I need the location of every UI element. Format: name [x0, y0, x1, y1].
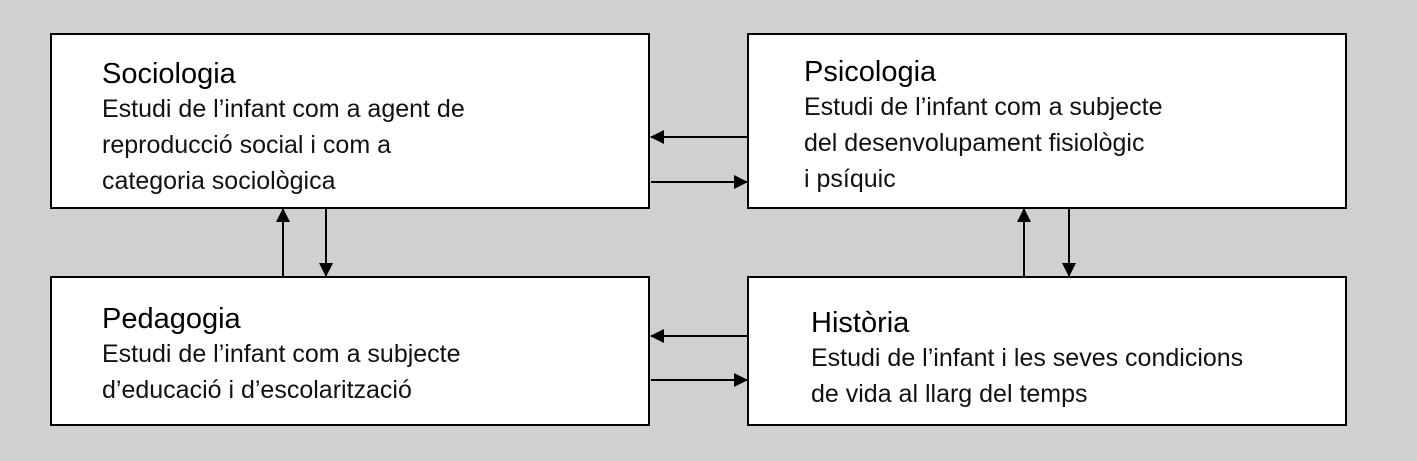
- sociologia-line-3: categoria sociològica: [102, 167, 336, 195]
- psicologia-line-3: i psíquic: [804, 165, 896, 193]
- historia-line-2: de vida al llarg del temps: [811, 380, 1088, 408]
- sociologia-line-2: reproducció social i com a: [102, 131, 392, 159]
- historia-box: Història Estudi de l’infant i les seves …: [747, 276, 1347, 426]
- sociologia-box: Sociologia Estudi de l’infant com a agen…: [50, 33, 650, 209]
- historia-title: Història: [811, 307, 910, 339]
- historia-line-1: Estudi de l’infant i les seves condicion…: [811, 344, 1244, 372]
- pedagogia-line-1: Estudi de l’infant com a subjecte: [102, 340, 461, 368]
- pedagogia-title: Pedagogia: [102, 303, 241, 335]
- psicologia-box: Psicologia Estudi de l’infant com a subj…: [747, 33, 1347, 209]
- pedagogia-line-2: d’educació i d’escolarització: [102, 376, 412, 404]
- psicologia-title: Psicologia: [804, 56, 937, 88]
- psicologia-line-1: Estudi de l’infant com a subjecte: [804, 93, 1163, 121]
- sociologia-line-1: Estudi de l’infant com a agent de: [102, 95, 465, 123]
- sociologia-title: Sociologia: [102, 58, 236, 90]
- psicologia-line-2: del desenvolupament fisiològic: [804, 129, 1145, 157]
- pedagogia-box: Pedagogia Estudi de l’infant com a subje…: [50, 276, 650, 426]
